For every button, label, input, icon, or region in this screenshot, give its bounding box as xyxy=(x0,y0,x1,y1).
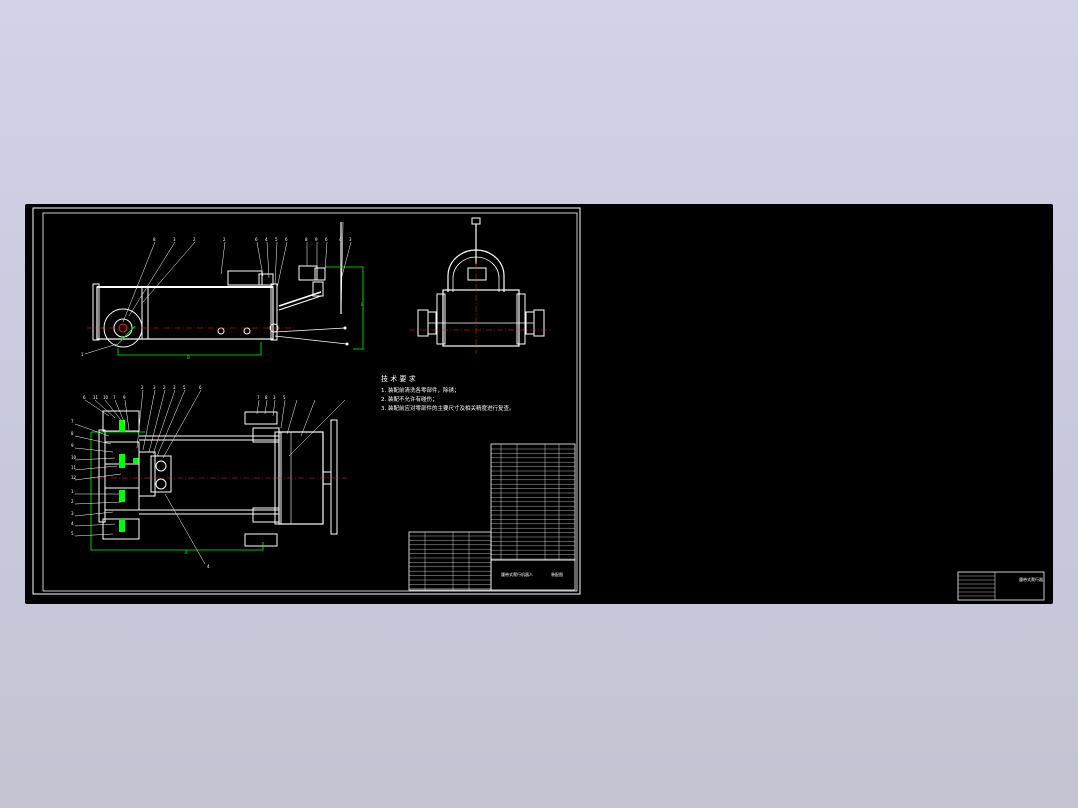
balloon-top-10: 9 xyxy=(315,237,318,242)
balloon-top-13: 3 xyxy=(349,237,352,242)
side-view: B B 8 3 2 2 6 4 5 6 8 9 6 4 3 1 xyxy=(81,221,364,360)
balloon-left-8: 2 xyxy=(71,499,74,504)
balloon-left-6: 12 xyxy=(71,475,77,480)
balloon-top-4: 2 xyxy=(223,237,226,242)
balloon-bottom-9: 3 xyxy=(173,385,176,390)
balloon-top-11: 6 xyxy=(325,237,328,242)
balloon-bottom-1: 6 xyxy=(83,395,86,400)
parts-list: 履带式爬行机器人 装配图 xyxy=(408,443,576,591)
notes-item-2: 2. 装配不允许有碰伤； xyxy=(381,395,438,403)
balloon-top-7: 5 xyxy=(275,237,278,242)
sheet-outer-border xyxy=(32,207,581,595)
balloon-top-9: 8 xyxy=(305,237,308,242)
balloon-left-5: 11 xyxy=(71,465,77,470)
balloon-top-5: 6 xyxy=(255,237,258,242)
balloon-top-8: 6 xyxy=(285,237,288,242)
svg-text:B: B xyxy=(185,550,188,555)
balloon-left-7: 1 xyxy=(71,489,74,494)
balloon-left-11: 5 xyxy=(71,531,74,536)
right-sheet-title-block: 履带式爬行器 xyxy=(957,571,1045,601)
balloon-left-10: 4 xyxy=(71,521,74,526)
balloon-bottom-13: 8 xyxy=(265,395,268,400)
balloon-left-4: 10 xyxy=(71,455,77,460)
title-block-main: 履带式爬行机器人 xyxy=(501,571,533,577)
svg-text:B: B xyxy=(187,355,190,360)
balloon-top-3: 2 xyxy=(193,237,196,242)
balloon-bottom-15: 5 xyxy=(283,395,286,400)
balloon-bottom-12: 7 xyxy=(257,395,260,400)
notes-item-1: 1. 装配前清洗各零部件，除锈； xyxy=(381,386,460,394)
balloon-bottom-5: 9 xyxy=(123,395,126,400)
balloon-side-1: 1 xyxy=(81,352,84,357)
balloon-bottom-14: 3 xyxy=(273,395,276,400)
notes-title: 技 术 要 求 xyxy=(381,374,416,383)
balloon-top-2: 3 xyxy=(173,237,176,242)
balloon-bottom-3: 10 xyxy=(103,395,109,400)
right-sheet-title: 履带式爬行器 xyxy=(1019,576,1043,582)
balloon-bottom-2: 11 xyxy=(93,395,99,400)
balloon-left-9: 3 xyxy=(71,511,74,516)
balloon-bottom-4: 7 xyxy=(113,395,116,400)
balloon-top-1: 8 xyxy=(153,237,156,242)
balloon-bottom-6: 2 xyxy=(141,385,144,390)
section-view: B xyxy=(71,385,347,569)
sheet-inner-border xyxy=(42,212,578,592)
svg-text:B: B xyxy=(361,302,364,307)
balloon-bottom-11: 6 xyxy=(199,385,202,390)
balloon-section-lower: 4 xyxy=(207,564,210,569)
balloon-bottom-8: 2 xyxy=(163,385,166,390)
title-block-sub: 装配图 xyxy=(551,571,563,577)
balloon-bottom-10: 5 xyxy=(183,385,186,390)
balloon-left-2: 8 xyxy=(71,431,74,436)
front-view xyxy=(409,217,551,354)
balloon-left-3: 9 xyxy=(71,443,74,448)
notes-item-3: 3. 装配前应对零部件的主要尺寸及相关精度进行复查。 xyxy=(381,404,515,412)
balloon-top-6: 4 xyxy=(265,237,268,242)
balloon-left-1: 7 xyxy=(71,419,74,424)
balloon-top-12: 4 xyxy=(339,237,342,242)
technical-notes: 技 术 要 求 1. 装配前清洗各零部件，除锈； 2. 装配不允许有碰伤； 3.… xyxy=(381,374,515,412)
balloon-bottom-7: 3 xyxy=(153,385,156,390)
